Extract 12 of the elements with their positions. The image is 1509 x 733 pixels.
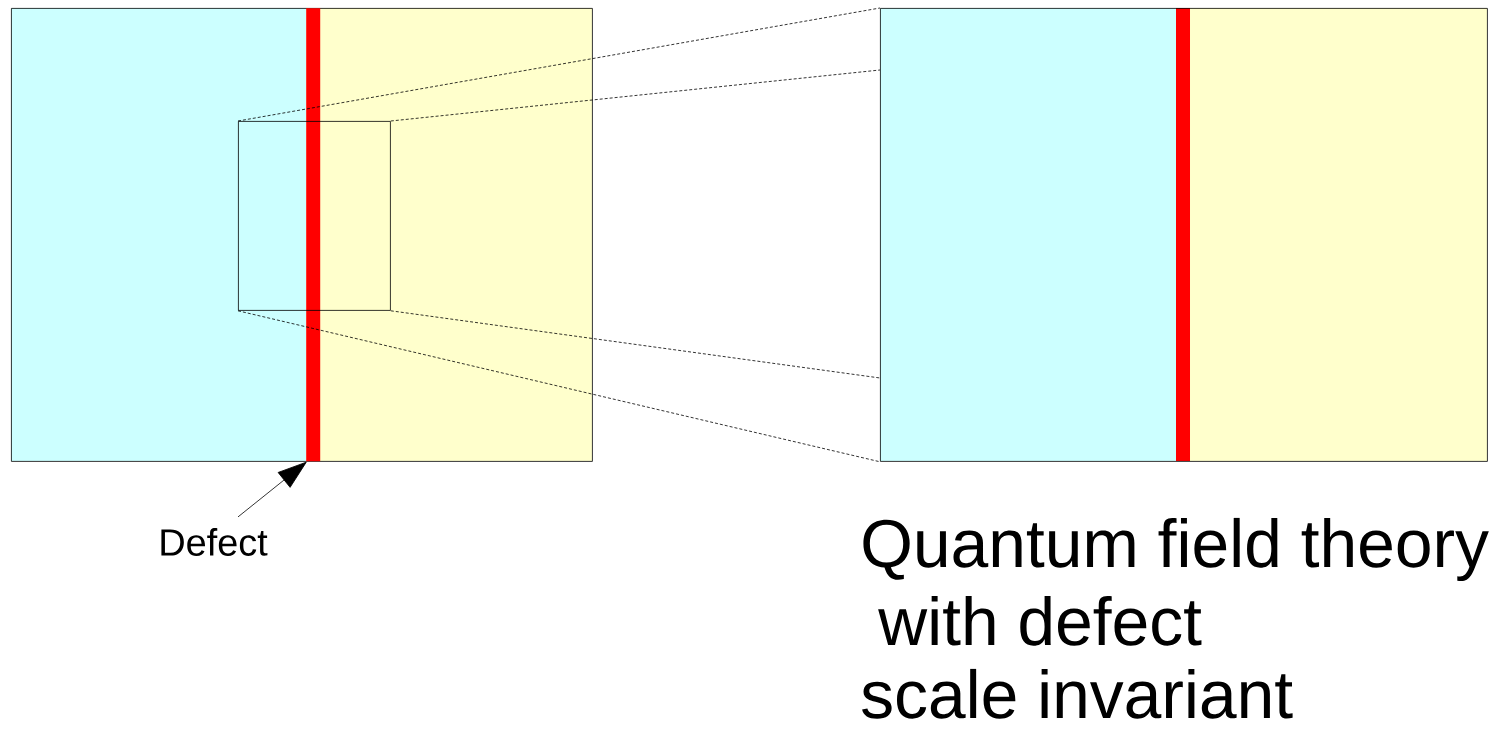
caption-line: scale invariant [862,668,1293,719]
projection-line [237,7,881,122]
caption-line: with defect [878,595,1202,646]
arrow [237,461,307,518]
projection-line [237,310,881,463]
defect-label: Defect [161,528,268,556]
split-panel [880,8,1488,462]
zoom-box [238,121,391,311]
projection-line [390,69,881,122]
caption-line: Quantum field theory [863,517,1489,582]
split-panel [11,8,593,462]
projection-line [390,310,881,379]
